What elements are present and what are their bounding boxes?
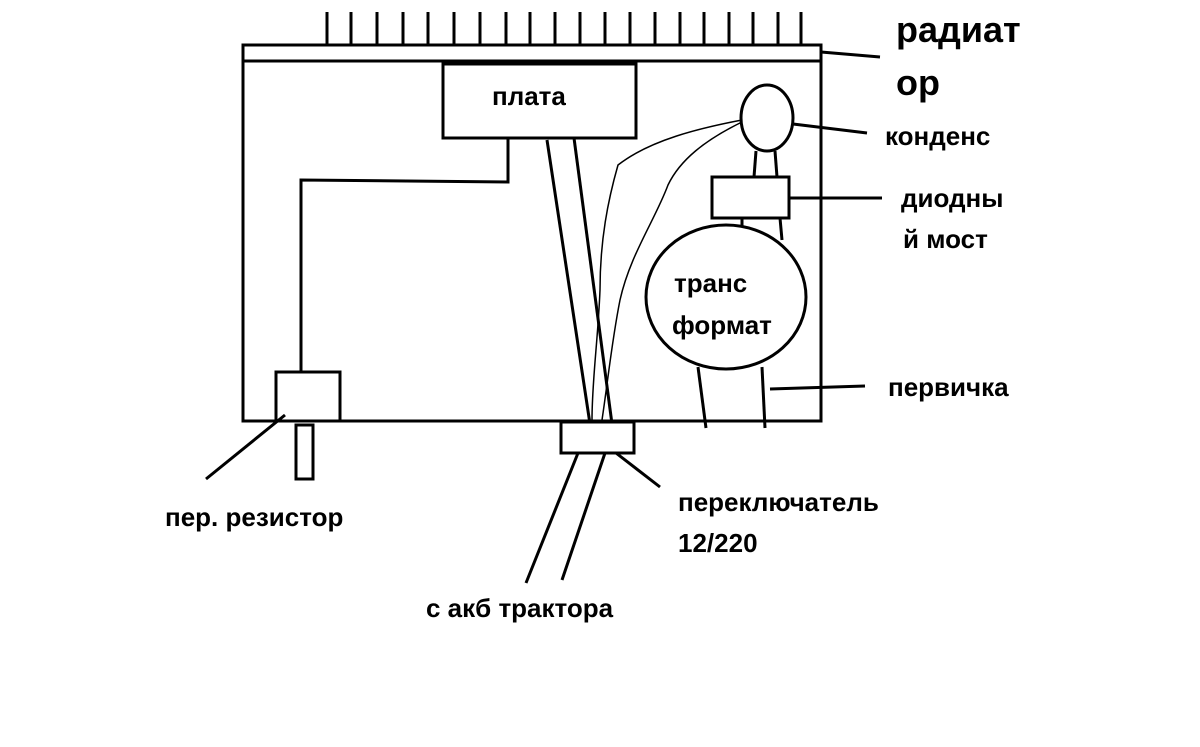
transformer-leg-right [760, 366, 767, 429]
radiator-label-line2: ор [896, 62, 940, 103]
capacitor-leg-right [773, 150, 779, 178]
radiator-label-line1: радиат [896, 9, 1021, 50]
board-wire-right [572, 137, 614, 425]
switch-box [559, 420, 636, 455]
diode-bridge-label-line2: й мост [903, 224, 988, 254]
transformer-label-line1: транс [674, 268, 747, 298]
resistor-pointer [205, 413, 286, 481]
capacitor-leg-left [752, 150, 758, 178]
diode-bridge-label-line1: диодны [901, 183, 1003, 213]
diode-bridge-box [710, 175, 791, 220]
switch-label-line2: 12/220 [678, 528, 758, 558]
resistor-label: пер. резистор [165, 502, 343, 532]
capacitor-ellipse [739, 83, 795, 153]
battery-label: с акб трактора [426, 593, 614, 623]
switch-label-line1: переключатель [678, 487, 879, 517]
capacitor-wire-thin-1 [591, 119, 743, 421]
board-wire-left [545, 139, 592, 425]
resistor-wire [299, 139, 510, 372]
resistor-box [274, 370, 342, 423]
radiator-fins [325, 12, 803, 46]
primary-pointer [769, 384, 866, 391]
capacitor-wire-thin-2 [601, 121, 743, 421]
transformer-leg-left [696, 366, 708, 429]
capacitor-label: конденс [885, 121, 990, 151]
radiator-pointer [820, 50, 881, 59]
capacitor-pointer [792, 122, 868, 135]
transformer-label-line2: формат [672, 310, 772, 340]
diode-to-transformer-right [778, 217, 784, 241]
enclosure-box [241, 43, 823, 423]
switch-pointer [615, 451, 661, 489]
primary-label: первичка [888, 372, 1009, 402]
resistor-shaft [294, 423, 315, 481]
board-label: плата [492, 81, 566, 111]
board-box [441, 62, 638, 140]
battery-wire-left [524, 452, 580, 584]
transformer-ellipse [644, 223, 808, 371]
battery-wire-right [560, 452, 607, 581]
